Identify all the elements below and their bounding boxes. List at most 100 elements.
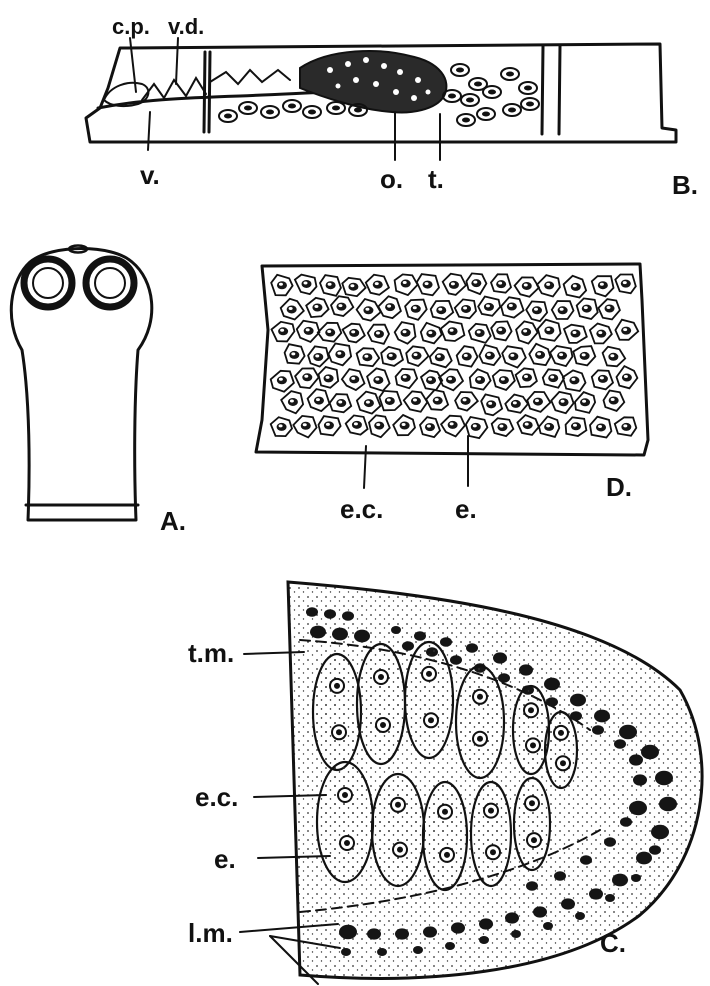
epithelial-cell (617, 366, 638, 388)
epithelial-cell (566, 417, 587, 436)
epithelial-cell (421, 323, 442, 344)
epithelial-cell (420, 417, 440, 437)
muscle-fiber (570, 711, 582, 721)
epithelial-cell (502, 346, 526, 367)
epithelial-cell (470, 369, 491, 389)
epithelial-cell (396, 369, 418, 388)
label-tm: t.m. (188, 638, 234, 668)
muscle-fiber (543, 922, 553, 930)
epithelial-cell (271, 417, 292, 436)
label-lm: l.m. (188, 918, 233, 948)
panel-label-a: A. (160, 506, 186, 536)
epithelial-cell (379, 391, 401, 410)
epithelial-cell (366, 275, 389, 295)
muscle-fiber (402, 641, 414, 651)
testis (519, 82, 537, 94)
epithelial-cell (431, 301, 454, 319)
epithelial-cell (395, 274, 418, 295)
epithelial-cell (441, 322, 465, 342)
muscle-fiber (570, 694, 586, 707)
epithelial-cell (537, 275, 560, 296)
label-vd: v.d. (168, 14, 204, 39)
epithelial-cell (346, 415, 368, 434)
epithelial-cell (426, 390, 448, 410)
figure-b-proglottid: c.p. v.d. v. o. t. B. (86, 14, 698, 200)
muscle-fiber (533, 906, 547, 917)
muscle-fiber (655, 771, 673, 785)
epithelial-cell (272, 322, 295, 342)
muscle-fiber (629, 754, 643, 765)
muscle-fiber (631, 874, 641, 882)
muscle-fiber (413, 946, 423, 954)
epithelial-cell (550, 346, 572, 366)
label-o: o. (380, 164, 403, 194)
epithelial-cell (281, 299, 304, 320)
epithelial-cell (598, 299, 620, 319)
epithelial-cell (357, 348, 380, 366)
epithelial-cell (368, 325, 389, 344)
epithelial-cell (295, 275, 317, 295)
epithelial-cell (381, 347, 403, 366)
muscle-fiber (377, 948, 387, 956)
panel-label-d: D. (606, 472, 632, 502)
epithelial-cell (505, 395, 528, 413)
muscle-fiber (544, 678, 560, 691)
epithelial-cell (513, 686, 549, 774)
epithelial-cell (538, 320, 561, 341)
testis (477, 108, 495, 120)
muscle-fiber (493, 652, 507, 663)
epithelial-cell (478, 297, 500, 316)
muscle-fiber (450, 655, 462, 665)
muscle-fiber (649, 845, 661, 855)
epithelial-cell (319, 367, 339, 388)
epithelial-cell (545, 712, 577, 788)
epithelial-cell (404, 391, 428, 412)
testis (283, 100, 301, 112)
muscle-fiber (633, 774, 647, 785)
epithelial-cell (466, 273, 486, 294)
muscle-fiber (612, 874, 628, 887)
muscle-fiber (641, 745, 659, 759)
testis (503, 104, 521, 116)
epithelial-cell (320, 275, 341, 296)
epithelial-cell (455, 299, 476, 318)
epithelial-cell (369, 415, 390, 437)
epithelial-cell (357, 644, 405, 764)
epithelial-cell (378, 296, 401, 318)
muscle-fiber (526, 881, 538, 891)
sucker-left (24, 259, 72, 307)
epithelial-cell (405, 642, 453, 758)
epithelial-cell (479, 345, 500, 365)
epithelial-cell (469, 324, 491, 343)
muscle-fiber (592, 725, 604, 735)
epithelial-cell (457, 346, 478, 367)
epithelial-cell (421, 371, 442, 391)
muscle-fiber (575, 912, 585, 920)
epithelial-cell (395, 322, 416, 344)
epithelial-cell (343, 324, 365, 343)
muscle-fiber (306, 607, 318, 617)
epithelial-cell (357, 299, 381, 321)
epithelial-cell (329, 344, 352, 366)
muscle-fiber (339, 925, 357, 939)
label-e-c: e. (214, 844, 236, 874)
epithelial-cell (306, 298, 328, 317)
label-v: v. (140, 160, 160, 190)
epithelial-cell (471, 782, 511, 886)
muscle-fiber (620, 817, 632, 827)
muscle-fiber (332, 628, 348, 641)
muscle-fiber (466, 643, 478, 653)
epithelial-cell (615, 417, 637, 436)
panel-label-c: C. (600, 928, 626, 958)
muscle-fiber (561, 898, 575, 909)
epithelial-cell (543, 369, 564, 387)
epithelial-cell (615, 320, 638, 340)
label-cp: c.p. (112, 14, 150, 39)
muscle-fiber (310, 626, 326, 639)
epithelial-cell (491, 274, 511, 292)
muscle-fiber (479, 936, 489, 944)
epithelial-cell (539, 416, 559, 437)
muscle-fiber (589, 888, 603, 899)
epithelial-cell (318, 323, 342, 342)
epithelial-cell (573, 346, 595, 365)
